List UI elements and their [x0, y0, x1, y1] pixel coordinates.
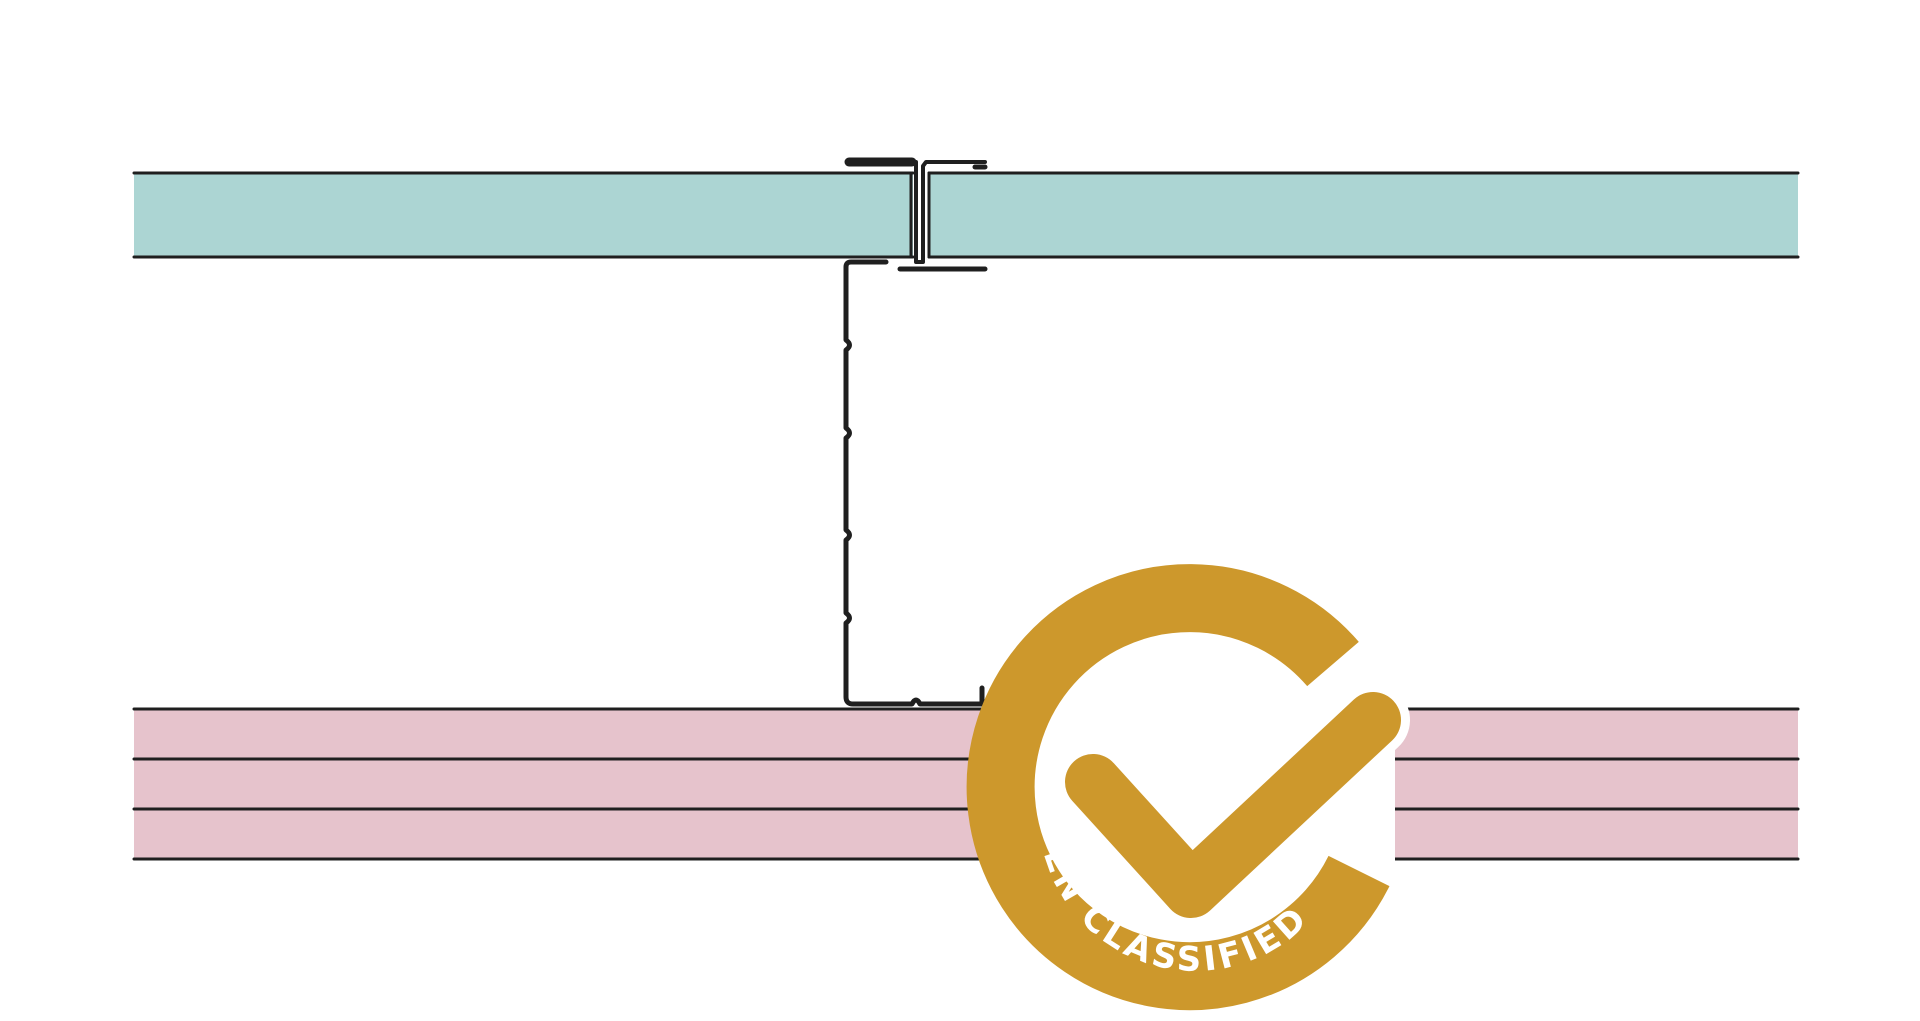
lower-board-layer — [132, 707, 1800, 861]
z-stud-profile — [843, 259, 985, 707]
upper-board-right — [929, 173, 1798, 257]
lower-board-ply-2 — [134, 759, 1798, 809]
lower-board-ply-3 — [134, 809, 1798, 859]
checkmark-icon-fill — [1065, 692, 1401, 918]
upper-board-left — [134, 173, 913, 257]
badge-ring — [966, 564, 1390, 1011]
lower-board-ply-1 — [134, 709, 1798, 759]
badge-knockout — [984, 582, 1394, 992]
upper-board-layer — [132, 171, 1800, 259]
en-classified-badge: EN CLASSIFIED — [966, 564, 1410, 1011]
h-profile-joint — [844, 157, 988, 272]
